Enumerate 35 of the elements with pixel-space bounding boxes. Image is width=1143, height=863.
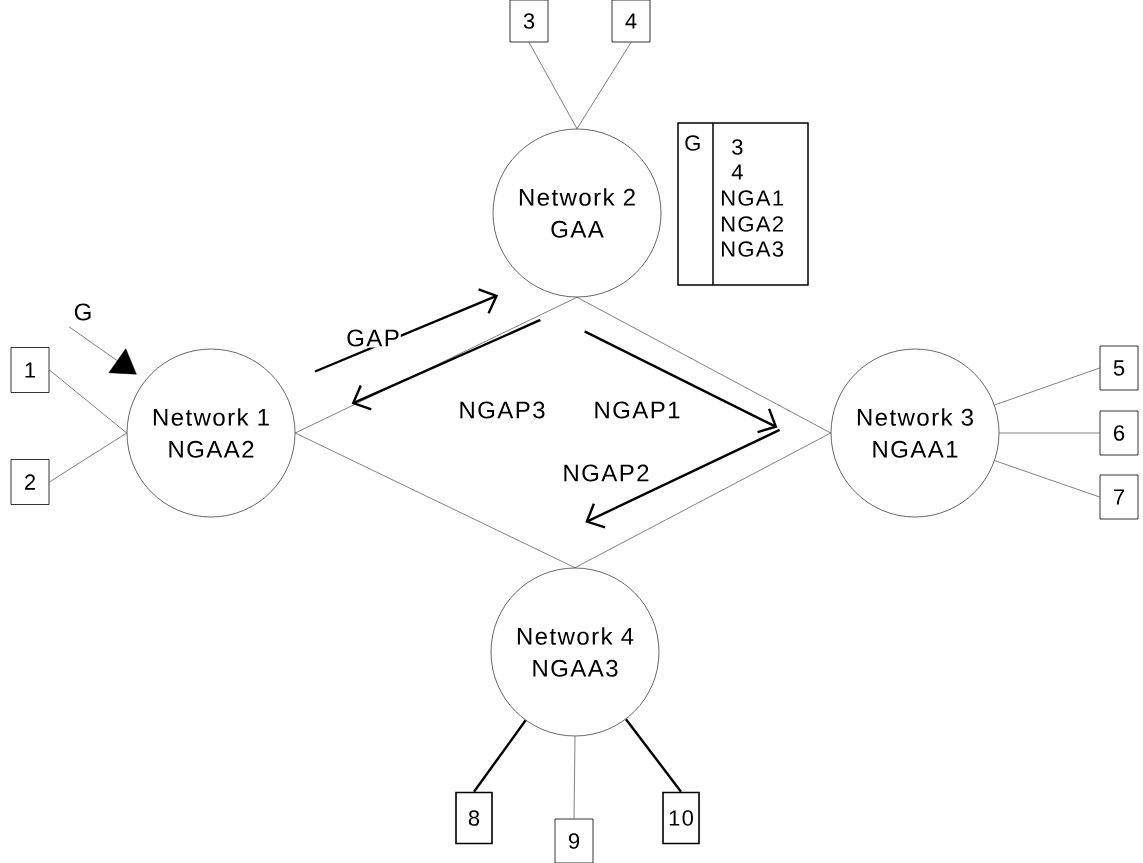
arrow (351, 318, 541, 411)
connector-line (49, 369, 127, 434)
connector-line (576, 42, 632, 129)
numbered-box: 3 (509, 0, 549, 43)
signal-label: G (74, 303, 91, 321)
connector-line (473, 719, 527, 793)
connector-line (295, 432, 576, 568)
numbered-box: 4 (611, 0, 651, 43)
connector-line (994, 460, 1100, 498)
arrow (68, 326, 137, 375)
connector-line (574, 432, 831, 568)
numbered-box: 6 (1099, 410, 1139, 456)
connector-line (528, 42, 578, 129)
edge-label: NGAP1 (592, 400, 682, 420)
numbered-box: 8 (455, 791, 493, 845)
numbered-box: 5 (1099, 345, 1139, 391)
edge-label: NGAP3 (457, 400, 547, 420)
numbered-box: 9 (554, 818, 594, 863)
connector-line (576, 297, 831, 434)
numbered-box: 10 (662, 791, 700, 845)
arrow (584, 330, 778, 434)
edge-label: NGAP2 (561, 463, 651, 483)
arrow (585, 428, 781, 529)
table: G 3 4 NGA1 NGA2 NGA3 (677, 122, 809, 286)
connector-line (295, 297, 578, 434)
numbered-box: 2 (10, 459, 50, 505)
arrow (314, 288, 499, 373)
connector-line (49, 432, 127, 483)
connector-line (625, 718, 682, 793)
numbered-box: 7 (1099, 474, 1139, 520)
connector-line (994, 367, 1100, 406)
numbered-box: 1 (10, 347, 50, 393)
connector-line (999, 432, 1100, 434)
edge-label: GAP (345, 328, 401, 348)
connector-line (573, 736, 576, 819)
